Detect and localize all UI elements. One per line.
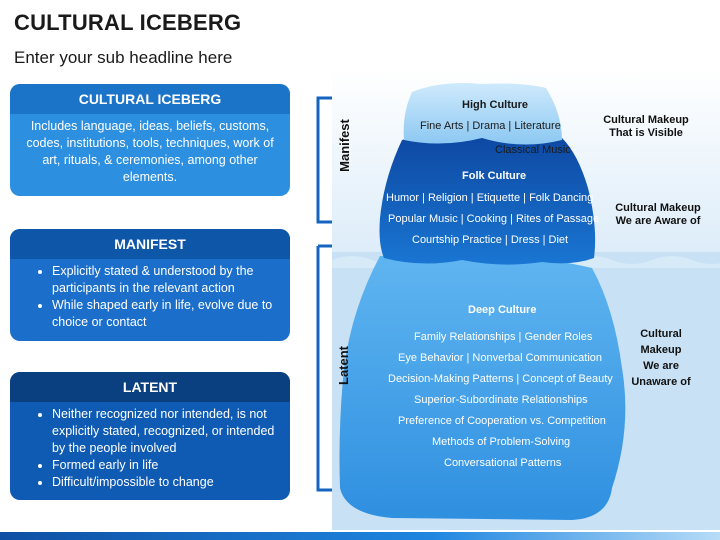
iceberg-panel: CULTURAL ICEBERG Includes language, idea…: [10, 84, 290, 196]
deep-culture-item: Preference of Cooperation vs. Competitio…: [398, 415, 606, 427]
iceberg-panel-heading: CULTURAL ICEBERG: [10, 84, 290, 114]
manifest-bullet: Explicitly stated & understood by the pa…: [52, 263, 278, 297]
footer-accent-bar: [0, 532, 720, 540]
iceberg-mid-section: [379, 132, 596, 265]
manifest-bullet: While shaped early in life, evolve due t…: [52, 297, 278, 331]
latent-bullet: Difficult/impossible to change: [52, 474, 278, 491]
latent-panel: LATENT Neither recognized nor intended, …: [10, 372, 290, 500]
folk-culture-item: Courtship Practice | Dress | Diet: [412, 234, 569, 246]
iceberg-graphic: [332, 68, 720, 530]
manifest-panel: MANIFEST Explicitly stated & understood …: [10, 229, 290, 341]
latent-bullet-list: Neither recognized nor intended, is not …: [10, 406, 290, 491]
latent-bullet: Formed early in life: [52, 457, 278, 474]
high-culture-item: Fine Arts | Drama | Literature: [420, 120, 561, 132]
folk-culture-side-note: Cultural Makeup We are Aware of: [615, 202, 701, 227]
latent-panel-heading: LATENT: [10, 372, 290, 402]
folk-culture-item: Humor | Religion | Etiquette | Folk Danc…: [386, 192, 594, 204]
manifest-panel-heading: MANIFEST: [10, 229, 290, 259]
deep-culture-item: Family Relationships | Gender Roles: [414, 331, 593, 343]
high-culture-side-note: Cultural Makeup That is Visible: [603, 114, 689, 139]
axis-label-manifest: Manifest: [336, 119, 352, 172]
high-culture-item: Classical Music: [495, 144, 571, 156]
latent-bullet: Neither recognized nor intended, is not …: [52, 406, 278, 457]
folk-culture-item: Popular Music | Cooking | Rites of Passa…: [388, 213, 600, 225]
page-subtitle: Enter your sub headline here: [14, 48, 233, 67]
axis-label-latent: Latent: [336, 346, 351, 385]
iceberg-top-section: [403, 83, 562, 145]
deep-culture-item: Conversational Patterns: [444, 457, 562, 469]
deep-culture-title: Deep Culture: [468, 304, 537, 316]
deep-culture-item: Eye Behavior | Nonverbal Communication: [398, 352, 603, 364]
iceberg-diagram: Manifest Latent High Culture Fine Arts |…: [332, 68, 720, 530]
high-culture-title: High Culture: [462, 99, 528, 111]
deep-culture-item: Decision-Making Patterns | Concept of Be…: [388, 373, 613, 385]
iceberg-panel-text: Includes language, ideas, beliefs, custo…: [26, 119, 274, 184]
deep-culture-side-note: Cultural Makeup We are Unaware of: [631, 328, 691, 388]
deep-culture-item: Methods of Problem-Solving: [432, 436, 571, 448]
deep-culture-item: Superior-Subordinate Relationships: [414, 394, 588, 406]
manifest-bullet-list: Explicitly stated & understood by the pa…: [10, 263, 290, 331]
folk-culture-title: Folk Culture: [462, 170, 527, 182]
page-title: CULTURAL ICEBERG: [14, 10, 242, 35]
iceberg-deep-section: [339, 255, 626, 521]
